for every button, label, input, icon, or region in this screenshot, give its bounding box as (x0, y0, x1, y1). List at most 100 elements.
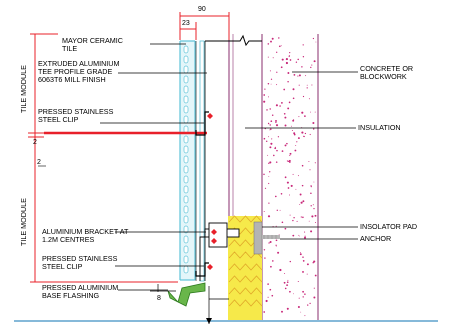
speckle-dot (304, 293, 306, 295)
concrete-speckle (263, 37, 317, 317)
tile-slot (183, 115, 189, 124)
speckle-dot (310, 186, 312, 188)
hatch-line (228, 299, 263, 307)
speckle-dot (267, 283, 269, 285)
speckle-dot (285, 61, 288, 65)
speckle-dot (306, 87, 308, 89)
speckle-dot (293, 293, 295, 295)
speckle-dot (287, 187, 290, 189)
speckle-dot (270, 78, 273, 80)
speckle-dot (287, 279, 289, 281)
speckle-dot (265, 140, 268, 143)
speckle-dot (306, 263, 309, 266)
speckle-dot (281, 58, 284, 61)
base-flashing: 8 (150, 282, 229, 324)
speckle-dot (272, 57, 274, 59)
dim-gap-a: 2 (33, 139, 37, 146)
label-tee-line2: TEE PROFILE GRADE (38, 67, 112, 76)
speckle-dot (302, 290, 304, 293)
speckle-dot (301, 66, 303, 68)
leaders-left (100, 43, 207, 291)
speckle-dot (286, 142, 288, 145)
speckle-dot (268, 242, 270, 244)
speckle-dot (302, 44, 304, 46)
speckle-dot (271, 37, 274, 40)
ceramic-tile (179, 40, 196, 281)
speckle-dot (302, 200, 305, 203)
label-clip-lower-line1: PRESSED STAINLESS (42, 254, 118, 263)
speckle-dot (300, 311, 302, 313)
speckle-dot (273, 154, 275, 157)
speckle-dot (305, 75, 307, 77)
speckle-dot (268, 136, 270, 138)
speckle-dot (301, 184, 304, 187)
speckle-dot (267, 215, 271, 218)
hatch-line (228, 263, 263, 271)
speckle-dot (277, 136, 280, 138)
lower-steel-clip (195, 262, 213, 277)
speckle-dot (310, 192, 312, 194)
speckle-dot (287, 81, 289, 83)
speckle-dot (284, 116, 287, 119)
speckle-dot (281, 150, 284, 152)
speckle-dot (292, 88, 295, 91)
speckle-dot (304, 132, 307, 135)
speckle-dot (267, 43, 270, 45)
speckle-dot (303, 135, 305, 137)
speckle-dot (301, 111, 304, 114)
speckle-dot (268, 202, 270, 204)
speckle-dot (292, 234, 295, 237)
speckle-dot (302, 216, 304, 219)
speckle-dot (308, 161, 310, 162)
label-bracket: ALUMINIUM BRACKET AT 1.2M CENTRES (42, 227, 130, 244)
speckle-dot (310, 205, 312, 207)
speckle-dot (270, 83, 272, 85)
label-clip-upper-line1: PRESSED STAINLESS (38, 107, 114, 116)
speckle-dot (286, 284, 289, 287)
speckle-dot (280, 101, 283, 104)
label-tile-line2: TILE (62, 44, 77, 53)
speckle-dot (302, 56, 305, 58)
speckle-dot (270, 120, 273, 123)
speckle-dot (275, 121, 277, 124)
leaders-right (245, 71, 358, 240)
speckle-dot (298, 116, 300, 118)
tile-slot (183, 95, 189, 104)
label-clip-lower-line2: STEEL CLIP (42, 262, 83, 271)
speckle-dot (311, 64, 313, 66)
speckle-dot (313, 207, 315, 210)
anchor (262, 235, 280, 239)
label-tile: MAYOR CERAMIC TILE (62, 36, 125, 53)
tile-slot (183, 265, 189, 274)
speckle-dot (276, 51, 278, 53)
speckle-dot (283, 112, 286, 115)
speckle-dot (309, 302, 311, 305)
tile-slot (183, 175, 189, 184)
speckle-dot (265, 299, 268, 303)
speckle-dot (292, 173, 294, 175)
speckle-dot (269, 146, 272, 149)
speckle-dot (275, 124, 279, 127)
label-anchor: ANCHOR (360, 234, 391, 243)
speckle-dot (270, 40, 272, 43)
tile-slot (183, 55, 189, 64)
speckle-dot (268, 162, 270, 164)
speckle-dot (314, 274, 317, 277)
tile-slot (183, 75, 189, 84)
speckle-dot (271, 114, 274, 116)
tile-slot (183, 255, 189, 264)
speckle-dot (267, 154, 269, 156)
speckle-dot (301, 131, 304, 134)
speckle-dot (276, 71, 278, 73)
speckle-dot (300, 201, 303, 204)
speckle-dot (302, 270, 304, 273)
speckle-dot (264, 88, 266, 90)
speckle-dot (287, 72, 290, 74)
speckle-dot (281, 221, 284, 224)
speckle-dot (279, 209, 281, 211)
speckle-dot (271, 294, 274, 297)
speckle-dot (288, 101, 291, 104)
aluminium-bracket (199, 222, 240, 281)
speckle-dot (301, 164, 304, 167)
speckle-dot (290, 125, 292, 127)
